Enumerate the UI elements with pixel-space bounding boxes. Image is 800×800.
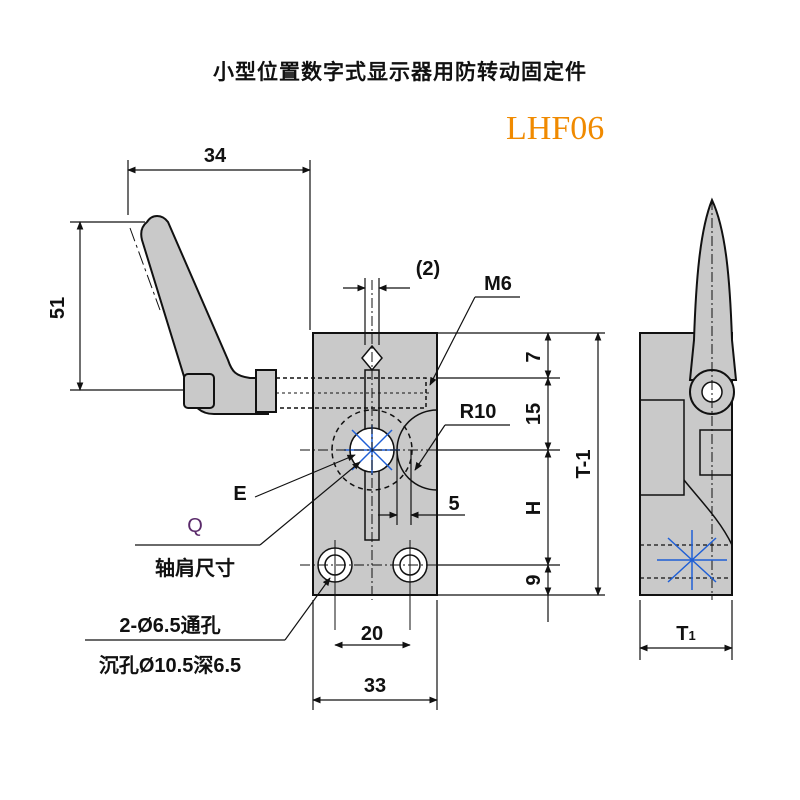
shaft-shoulder-label: 轴肩尺寸: [155, 556, 235, 580]
drawing-title: 小型位置数字式显示器用防转动固定件: [213, 60, 587, 84]
handle-shaft: [183, 373, 215, 409]
side-handle: [688, 197, 738, 381]
dimensions-front: [70, 160, 605, 710]
dim-20-label: 20: [361, 623, 383, 645]
dim-34-label: 34: [204, 145, 227, 167]
model-number: LHF06: [506, 110, 605, 147]
counterbore-label: 沉孔Ø10.5深6.5: [99, 654, 241, 677]
dim-51-label: 51: [47, 297, 69, 319]
dim-15-label: 15: [523, 403, 545, 425]
dim-9-label: 9: [523, 574, 545, 585]
dim-t1-height-label: T-1: [573, 450, 595, 479]
compass-star-icon: [657, 530, 727, 590]
dim-5-label: 5: [448, 493, 459, 515]
dim-33-label: 33: [364, 675, 386, 697]
dim-h-label: H: [523, 501, 545, 515]
handle-hub: [255, 369, 277, 413]
dim-t1-width-label: T1: [676, 623, 695, 645]
q-label: Q: [187, 515, 203, 537]
holes-label: 2-Ø6.5通孔: [119, 614, 220, 637]
dim-7-label: 7: [523, 351, 545, 362]
radius-label: R10: [460, 401, 497, 423]
e-label: E: [233, 483, 246, 505]
side-view: [639, 197, 738, 660]
thread-label: M6: [484, 273, 512, 295]
dim-2-label: (2): [416, 258, 440, 280]
